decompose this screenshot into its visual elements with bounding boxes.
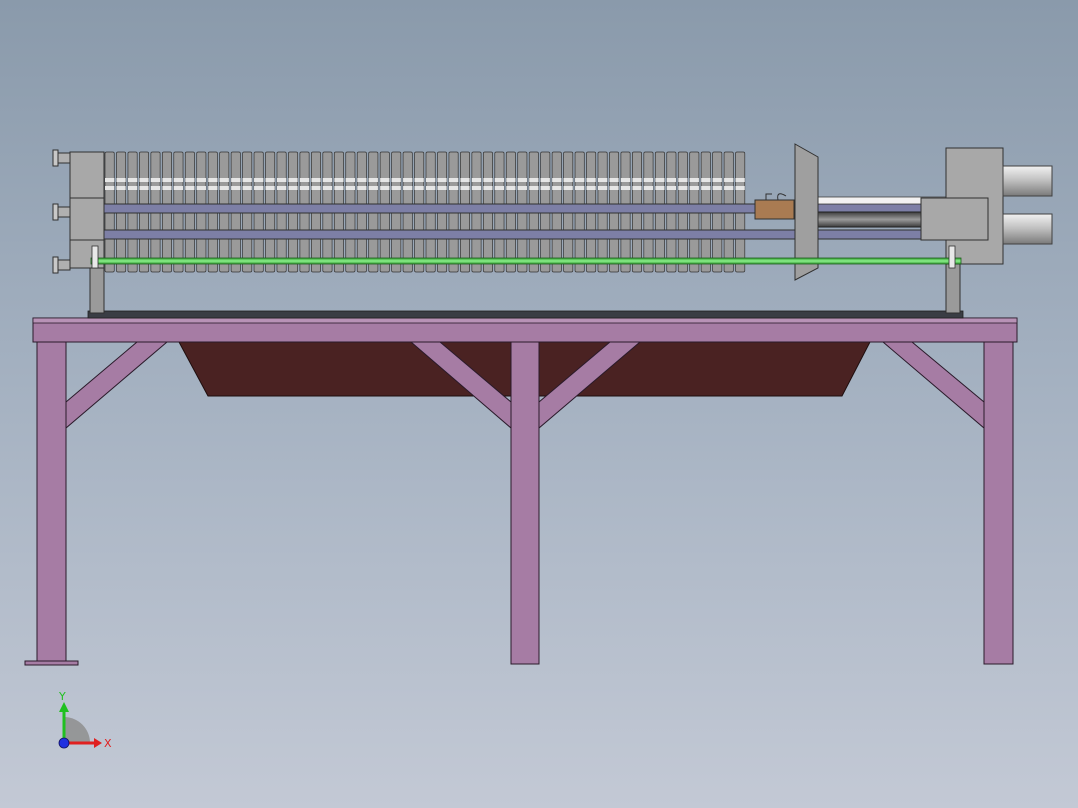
x-axis-arrow bbox=[94, 738, 102, 748]
brace-left bbox=[65, 341, 169, 430]
support-post-right bbox=[945, 263, 961, 314]
triad-y-label: Y bbox=[58, 690, 66, 703]
brace-middle-left bbox=[409, 341, 512, 430]
support-frame[interactable] bbox=[24, 317, 1018, 666]
brace-right bbox=[881, 341, 985, 430]
triad-quadrant bbox=[64, 717, 90, 743]
inlet-nozzles bbox=[52, 149, 71, 274]
y-axis-arrow bbox=[59, 702, 69, 712]
cylinder-head-flange bbox=[920, 197, 989, 241]
foot-plate-left bbox=[24, 660, 79, 666]
press-base-rail bbox=[87, 310, 964, 319]
latch-block[interactable] bbox=[754, 193, 795, 220]
coordinate-triad[interactable]: Y X bbox=[58, 690, 112, 750]
frame-leg-left[interactable] bbox=[36, 341, 67, 663]
brace-middle-right bbox=[538, 341, 642, 430]
triad-x-label: X bbox=[104, 737, 112, 750]
frame-leg-right[interactable] bbox=[983, 341, 1014, 665]
guide-rod-clip-left bbox=[91, 245, 99, 269]
frame-leg-middle[interactable] bbox=[510, 341, 540, 665]
z-axis-dot bbox=[58, 737, 70, 749]
pressing-plate[interactable] bbox=[794, 143, 819, 281]
guide-rod-clip-right bbox=[948, 245, 956, 269]
tail-head[interactable] bbox=[69, 151, 105, 269]
piston-rod[interactable] bbox=[817, 211, 923, 228]
frame-top-flange bbox=[32, 317, 1018, 324]
filter-press[interactable] bbox=[52, 143, 1053, 319]
hydraulic-cylinder-upper[interactable] bbox=[1002, 165, 1053, 197]
guide-rod[interactable] bbox=[90, 257, 962, 265]
hydraulic-cylinder-lower[interactable] bbox=[1002, 213, 1053, 245]
support-post-left bbox=[89, 267, 105, 314]
